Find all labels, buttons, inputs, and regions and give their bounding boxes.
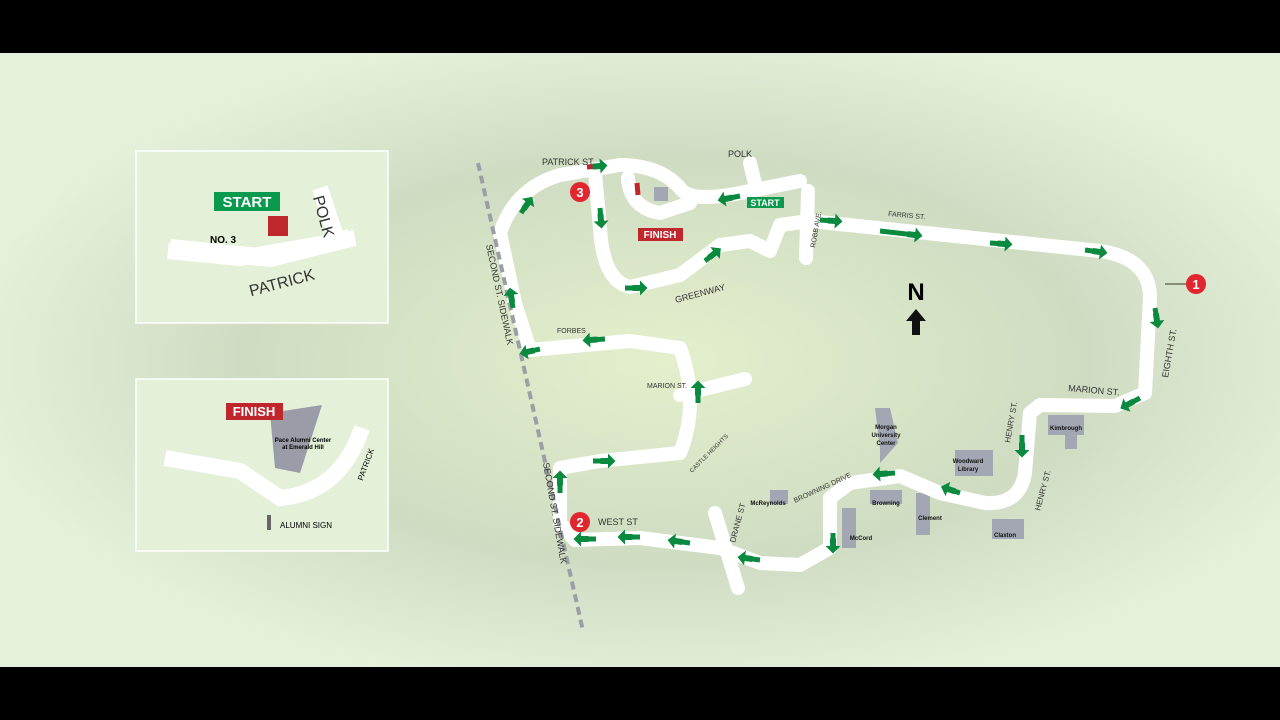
mile-marker-1: 1: [1186, 274, 1206, 294]
building-label: University: [871, 433, 901, 439]
alumni-sign-icon: [267, 515, 271, 530]
building-label: Library: [958, 467, 979, 473]
no3-label: NO. 3: [210, 235, 237, 246]
route-arrows: [503, 191, 1165, 566]
street-label: FORBES: [557, 328, 586, 335]
building-label: Woodward: [953, 459, 984, 465]
svg-text:3: 3: [576, 185, 583, 200]
start-badge: START: [223, 194, 272, 211]
start-marker: [268, 216, 288, 236]
alumni-sign-label: ALUMNI SIGN: [280, 521, 332, 530]
street-label: MARION ST.: [1068, 383, 1120, 397]
street-label: POLK: [728, 149, 752, 159]
mile-marker-2: 2: [570, 512, 590, 532]
svg-text:1: 1: [1192, 277, 1199, 292]
building-label: Center: [876, 441, 896, 447]
street-label: PATRICK ST: [542, 157, 594, 167]
start-label: START: [750, 198, 780, 208]
street-label: FARRIS ST.: [888, 211, 926, 221]
finish-label: FINISH: [644, 230, 677, 241]
building-label: McReynolds: [750, 501, 786, 507]
start-inset: START NO. 3 POLK PATRICK: [135, 150, 389, 324]
mile-marker-3: 3: [570, 182, 590, 202]
building-label: Browning: [872, 501, 900, 507]
finish-inset: FINISH Pace Alumni Center at Emerald Hil…: [135, 378, 389, 552]
street-label: MARION ST.: [647, 383, 687, 390]
building-label: McCord: [850, 536, 873, 542]
map-background: [0, 53, 1280, 667]
north-label: N: [907, 279, 924, 306]
roads: [493, 156, 1157, 595]
svg-text:2: 2: [576, 515, 583, 530]
street-label: WEST ST: [598, 517, 638, 527]
buildings: [654, 187, 1084, 548]
final-stretch-arrows: [586, 158, 641, 196]
finish-badge: FINISH: [233, 404, 276, 419]
building-label: Pace Alumni Center: [275, 438, 332, 444]
building-label: Morgan: [875, 425, 897, 431]
second-st-sidewalk: [476, 162, 585, 632]
north-arrow-icon: [906, 309, 926, 335]
pace-alumni-center: [270, 405, 322, 473]
building-label: at Emerald Hill: [282, 445, 324, 451]
building-label: Kimbrough: [1050, 426, 1082, 432]
race-route-map: START NO. 3 POLK PATRICK FINISH Pace Alu…: [0, 53, 1280, 667]
building-label: Clement: [918, 516, 942, 522]
building-label: Claxton: [994, 533, 1016, 539]
